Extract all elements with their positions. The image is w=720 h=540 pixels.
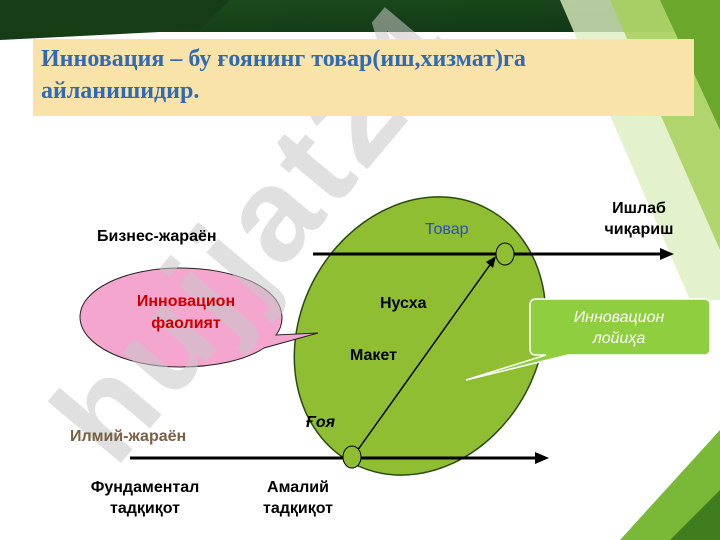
business-arrow-head <box>660 248 674 260</box>
goods-node <box>495 242 515 266</box>
innovation-project-label: Инновацион лойиҳа <box>573 309 665 347</box>
applied-research-label: Амалий тадқиқот <box>263 479 333 517</box>
scientific-env-label: Илмий-жараён <box>70 428 187 445</box>
idea-to-goods-arrow <box>351 261 493 459</box>
mockup-label: Макет <box>350 347 397 364</box>
innovation-activity-bubble <box>79 267 319 368</box>
science-arrow-head <box>535 452 549 464</box>
production-label: Ишлаб чиқариш <box>604 200 674 238</box>
goods-label: Товар <box>425 221 469 238</box>
bottom-right-green <box>620 430 720 540</box>
top-left-dark-corner <box>0 0 230 40</box>
innovation-activity-label: Инновацион фаолият <box>136 293 236 332</box>
business-env-label: Бизнес-жараён <box>97 228 217 245</box>
innovation-project-callout <box>465 298 711 381</box>
bottom-right-green-dark <box>670 490 720 540</box>
idea-label: Ғоя <box>306 414 336 431</box>
title-box: Инновация – бу ғоянинг товар(иш,хизмат)г… <box>33 39 694 116</box>
fundamental-research-label: Фундаментал тадқиқот <box>90 479 200 517</box>
copy-label: Нусха <box>380 295 427 312</box>
slide-title: Инновация – бу ғоянинг товар(иш,хизмат)г… <box>41 46 526 104</box>
idea-to-goods-arrow-head <box>486 256 496 268</box>
idea-node <box>342 445 362 469</box>
